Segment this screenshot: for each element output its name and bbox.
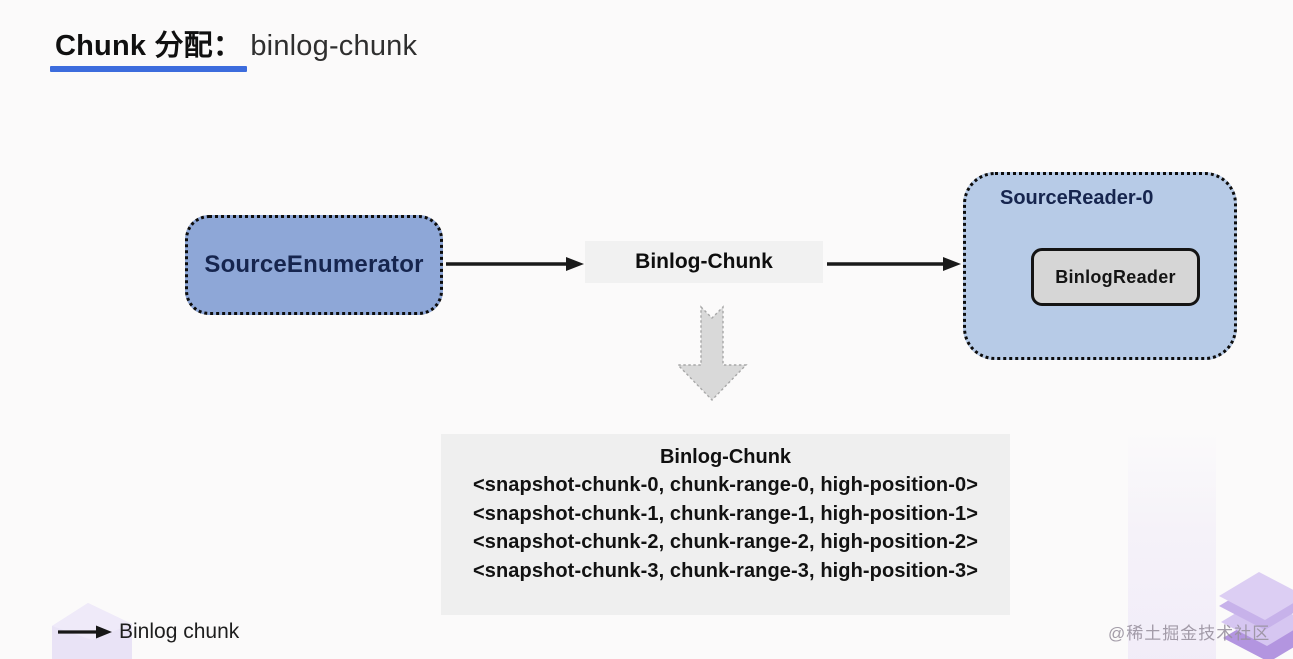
detail-panel-title: Binlog-Chunk	[659, 446, 792, 468]
legend-label: Binlog chunk	[119, 620, 240, 643]
chunk-detail-line: <snapshot-chunk-1, chunk-range-1, high-p…	[472, 502, 979, 525]
legend-arrow-icon	[58, 625, 112, 639]
chunk-detail-line: <snapshot-chunk-0, chunk-range-0, high-p…	[472, 474, 979, 496]
binlog-chunk-detail-panel: Binlog-Chunk <snapshot-chunk-0, chunk-ra…	[441, 434, 1010, 615]
binlog-chunk-node: Binlog-Chunk	[585, 241, 823, 283]
chunk-detail-line: <snapshot-chunk-2, chunk-range-2, high-p…	[472, 531, 979, 553]
source-enumerator-label: SourceEnumerator	[204, 251, 424, 278]
title-underline-bar	[50, 66, 247, 72]
binlog-chunk-label: Binlog-Chunk	[635, 250, 773, 273]
arrow-chunk-to-reader	[827, 257, 961, 271]
block-down-arrow	[676, 305, 748, 402]
binlog-reader-node: BinlogReader	[1031, 248, 1200, 306]
page-title: Chunk 分配： binlog-chunk	[55, 22, 417, 64]
page-title-highlight: Chunk 分配：	[55, 30, 243, 62]
source-reader-node: SourceReader-0 BinlogReader	[963, 172, 1237, 360]
page-title-subtitle: binlog-chunk	[250, 30, 418, 62]
binlog-reader-label: BinlogReader	[1055, 266, 1176, 287]
watermark-text: @稀土掘金技术社区	[1108, 624, 1271, 643]
arrow-enumerator-to-chunk	[446, 257, 584, 271]
source-enumerator-node: SourceEnumerator	[185, 215, 443, 315]
stacked-cubes-decoration	[1219, 572, 1293, 659]
source-reader-label: SourceReader-0	[1000, 187, 1154, 209]
chunk-detail-line: <snapshot-chunk-3, chunk-range-3, high-p…	[472, 559, 979, 582]
